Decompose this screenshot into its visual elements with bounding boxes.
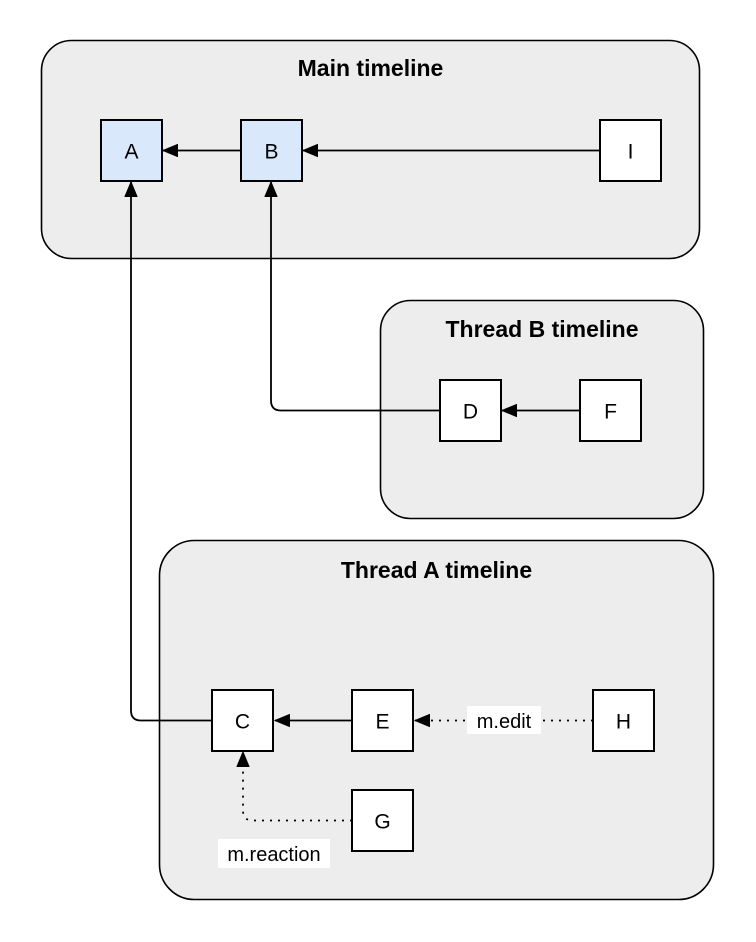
edge-label-m-reaction-bg: [218, 839, 330, 868]
node-g-box: [351, 789, 414, 852]
node-i: I: [599, 119, 662, 182]
node-e-box: [351, 689, 414, 752]
node-d-label: D: [463, 401, 478, 424]
edge-label-m-edit-text: m.edit: [477, 711, 532, 733]
node-d: D: [439, 379, 502, 442]
main-timeline-box: [40, 39, 701, 260]
thread-a-timeline-container: Thread A timeline: [158, 539, 715, 901]
thread-b-timeline-box: [379, 299, 705, 520]
node-f-label: F: [604, 401, 617, 424]
node-h-box: [592, 689, 655, 752]
main-timeline-container: Main timeline: [40, 39, 701, 260]
node-g-label: G: [374, 811, 390, 834]
node-e: E: [351, 689, 414, 752]
main-timeline-title: Main timeline: [298, 55, 444, 81]
thread-b-timeline-container: Thread B timeline: [379, 299, 705, 520]
node-e-label: E: [375, 711, 389, 734]
node-b-label: B: [264, 141, 278, 164]
node-d-box: [439, 379, 502, 442]
node-c: C: [211, 689, 274, 752]
edge-c-to-a: [131, 182, 212, 722]
node-h-label: H: [616, 711, 631, 734]
edge-label-m-reaction: m.reaction: [218, 839, 330, 868]
node-a-label: A: [124, 141, 138, 164]
thread-a-timeline-title: Thread A timeline: [341, 557, 532, 583]
edge-label-m-reaction-text: m.reaction: [227, 844, 320, 866]
node-i-label: I: [628, 141, 634, 164]
node-b: B: [240, 119, 303, 182]
edge-label-m-edit-bg: [467, 706, 541, 734]
node-h: H: [592, 689, 655, 752]
edge-label-m-edit: m.edit: [467, 706, 541, 734]
node-g: G: [351, 789, 414, 852]
node-c-label: C: [235, 711, 250, 734]
node-a-box: [100, 119, 163, 182]
node-b-box: [240, 119, 303, 182]
thread-b-timeline-title: Thread B timeline: [446, 316, 639, 342]
edge-d-to-b: [271, 182, 440, 412]
node-c-box: [211, 689, 274, 752]
node-i-box: [599, 119, 662, 182]
node-f-box: [579, 379, 642, 442]
node-a: A: [100, 119, 163, 182]
node-f: F: [579, 379, 642, 442]
